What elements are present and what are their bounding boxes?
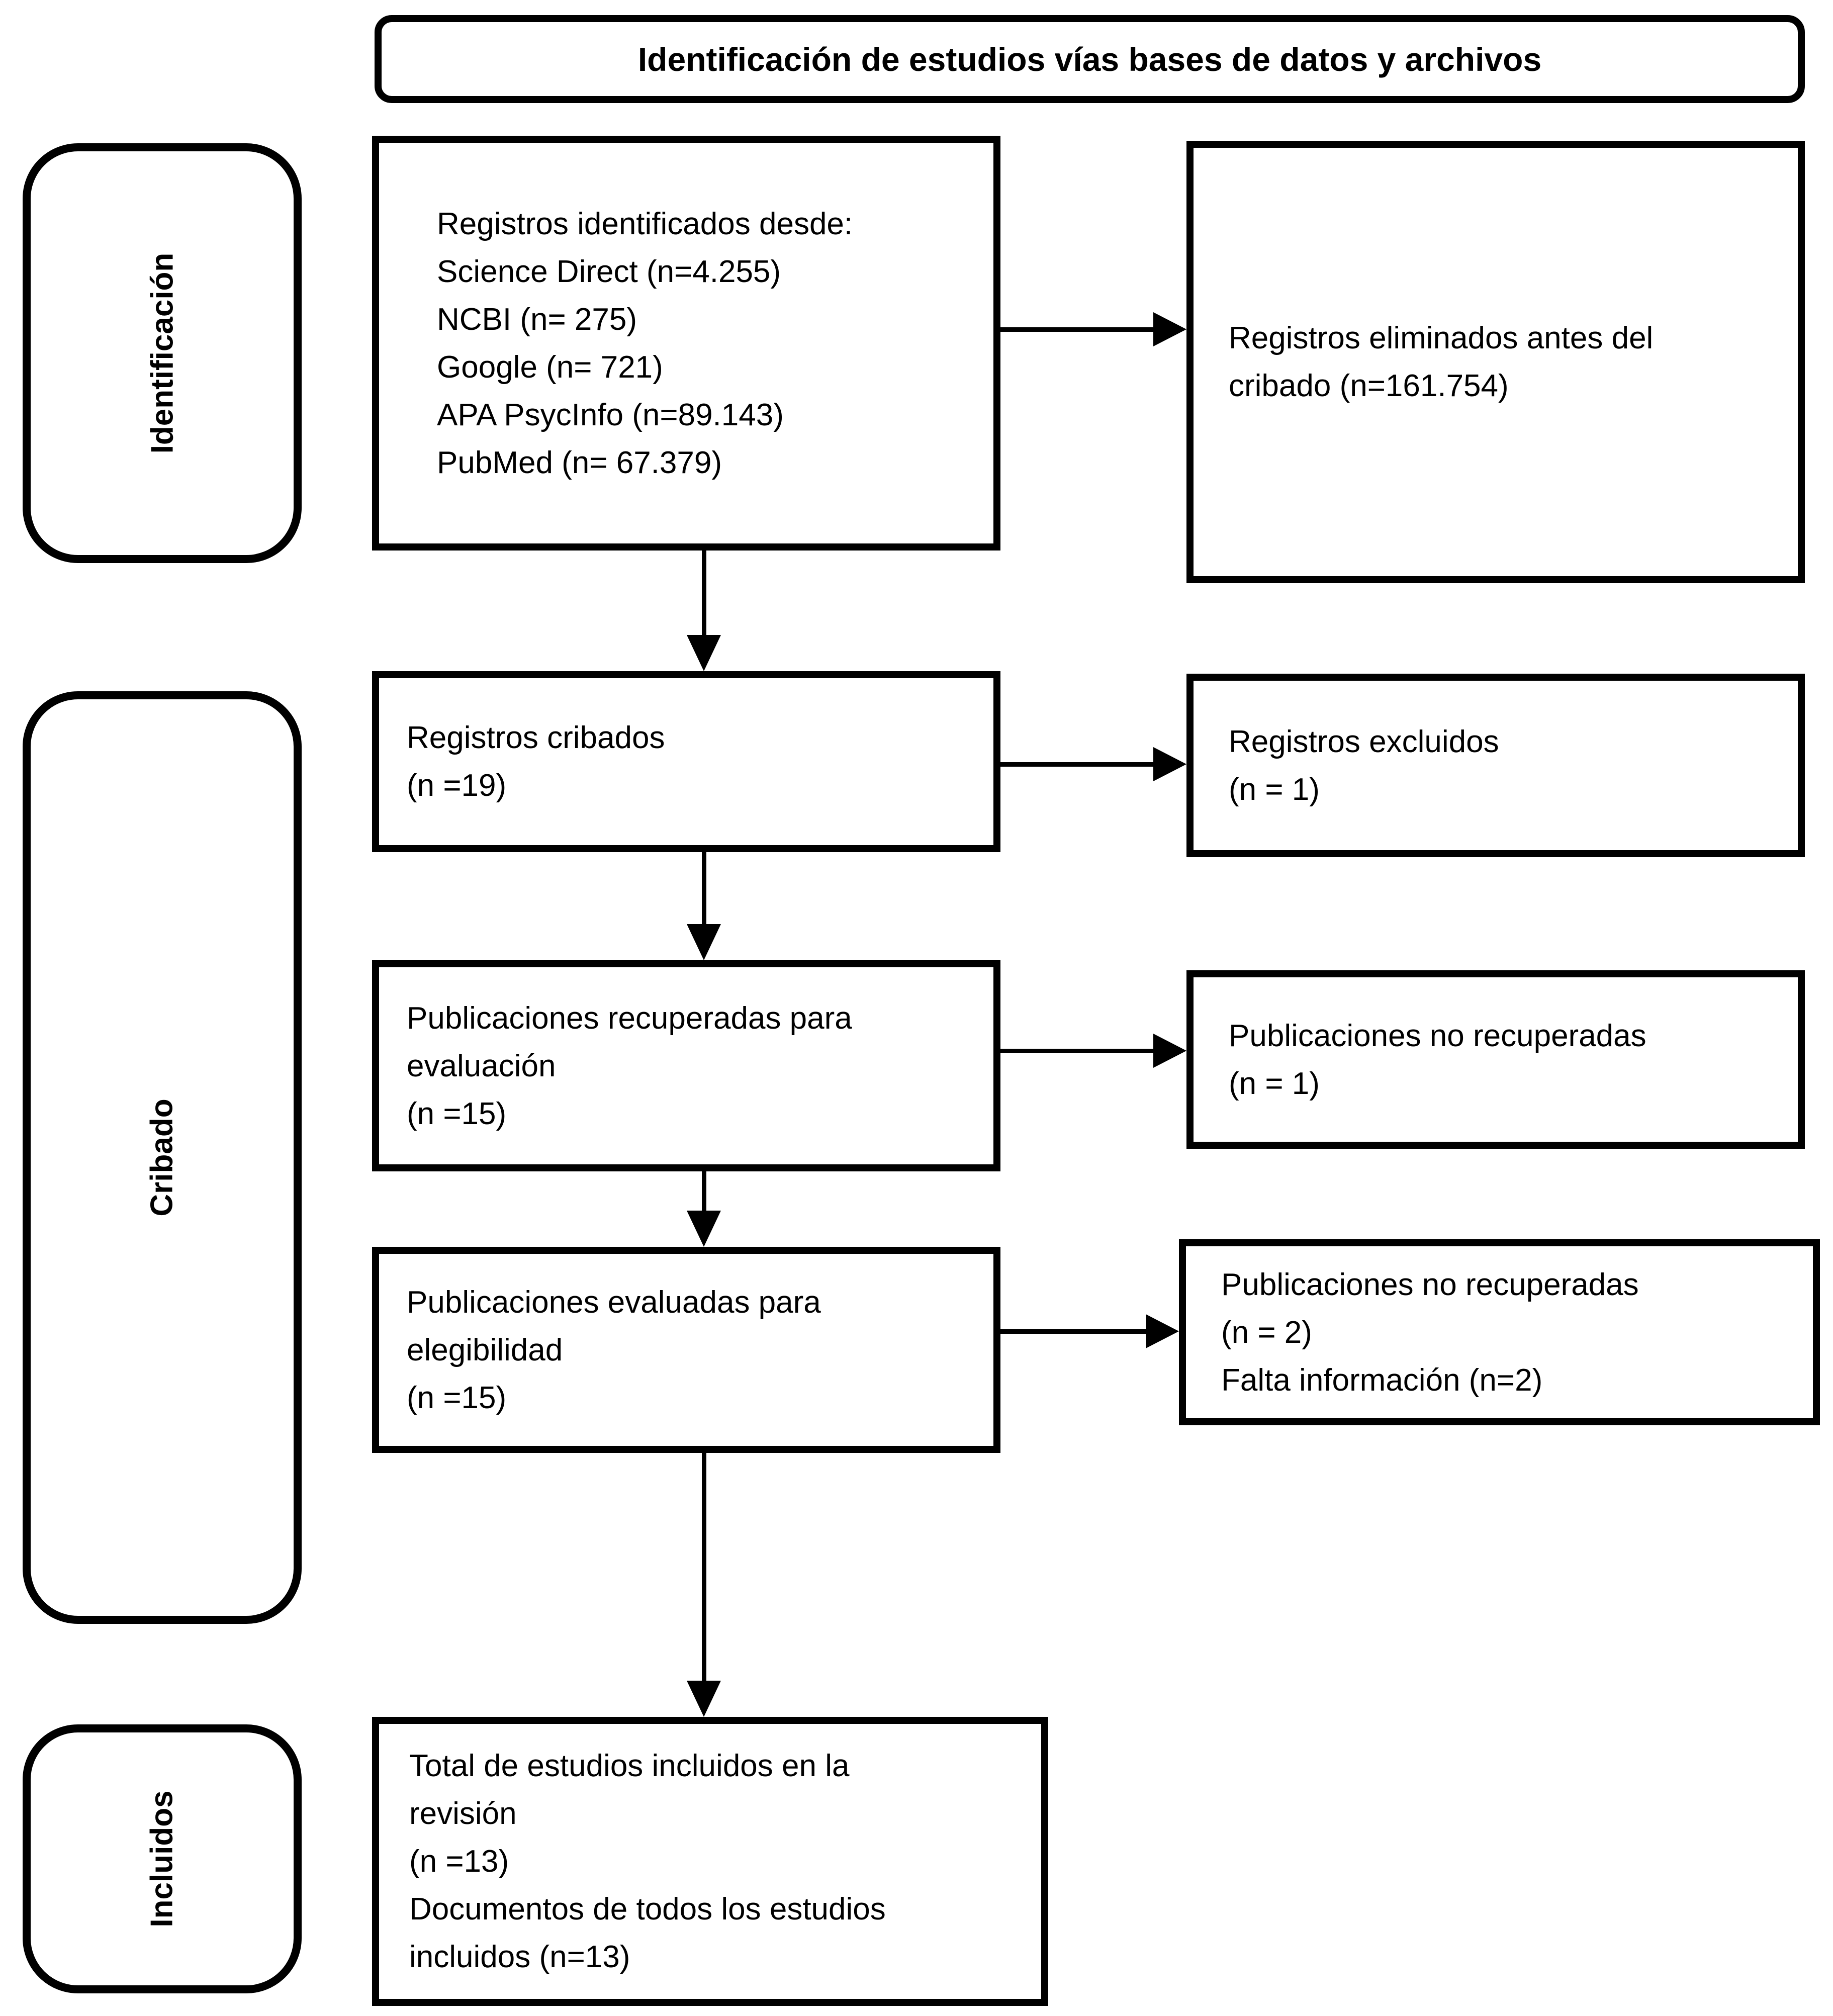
stage-label-cribado: Cribado [23, 691, 302, 1624]
text-line: Total de estudios incluidos en la [409, 1749, 850, 1783]
arrow-line [1000, 1329, 1146, 1334]
stage-label-incluidos: Incluidos [23, 1724, 302, 1993]
box-records-excluded: Registros excluidos (n = 1) [1186, 674, 1805, 857]
stage-label-incluidos-text: Incluidos [144, 1790, 179, 1928]
box-studies-included: Total de estudios incluidos en la revisi… [372, 1717, 1048, 2006]
stage-label-cribado-text: Cribado [144, 1098, 179, 1217]
arrowhead-down-icon [687, 1211, 721, 1247]
text-line: (n =15) [407, 1380, 507, 1415]
box-records-removed: Registros eliminados antes del cribado (… [1186, 141, 1805, 583]
arrow-line [702, 1453, 706, 1682]
text-line: Science Direct (n=4.255) [437, 254, 781, 289]
box-publications-assessed: Publicaciones evaluadas para elegibilida… [372, 1247, 1000, 1453]
text-line: cribado (n=161.754) [1229, 369, 1509, 403]
arrowhead-right-icon [1153, 312, 1186, 346]
text-line: Publicaciones no recuperadas [1221, 1267, 1639, 1302]
text-line: (n =15) [407, 1096, 507, 1131]
text-line: Google (n= 721) [437, 349, 663, 385]
text-line: revisión [409, 1796, 517, 1831]
text-line: Publicaciones evaluadas para [407, 1285, 821, 1320]
text-line: (n =13) [409, 1844, 509, 1879]
text-line: elegibilidad [407, 1332, 563, 1367]
arrowhead-down-icon [687, 635, 721, 671]
box-records-screened: Registros cribados (n =19) [372, 671, 1000, 852]
text-line: Registros eliminados antes del [1229, 321, 1654, 355]
box-publications-not-retrieved: Publicaciones no recuperadas (n = 1) [1186, 970, 1805, 1149]
arrowhead-right-icon [1153, 1034, 1186, 1068]
text-line: NCBI (n= 275) [437, 302, 637, 337]
text-line: Documentos de todos los estudios [409, 1892, 886, 1927]
arrow-line [702, 551, 706, 637]
text-line: Publicaciones no recuperadas [1229, 1018, 1646, 1053]
arrow-line [1000, 1049, 1154, 1053]
arrow-line [1000, 762, 1154, 767]
text-line: (n = 2) [1221, 1315, 1312, 1350]
text-line: Registros identificados desde: [437, 206, 853, 241]
box-publications-retrieved: Publicaciones recuperadas para evaluació… [372, 960, 1000, 1171]
arrow-line [1000, 327, 1154, 332]
text-line: Registros excluidos [1229, 724, 1499, 759]
arrowhead-right-icon [1146, 1314, 1179, 1348]
text-line: PubMed (n= 67.379) [437, 445, 722, 480]
stage-label-identificacion-text: Identificación [144, 252, 179, 454]
text-line: evaluación [407, 1048, 556, 1083]
arrow-line [702, 1171, 706, 1212]
diagram-title: Identificación de estudios vías bases de… [375, 15, 1805, 103]
text-line: APA PsycInfo (n=89.143) [437, 397, 784, 432]
text-line: Publicaciones recuperadas para [407, 1000, 852, 1036]
text-line: (n = 1) [1229, 772, 1320, 807]
text-line: incluidos (n=13) [409, 1940, 630, 1974]
text-line: (n = 1) [1229, 1066, 1320, 1101]
arrowhead-down-icon [687, 924, 721, 960]
text-line: Registros cribados [407, 720, 665, 755]
arrow-line [702, 852, 706, 925]
box-records-identified: Registros identificados desde: Science D… [372, 136, 1000, 551]
box-publications-not-retrieved-missing-info: Publicaciones no recuperadas (n = 2) Fal… [1179, 1239, 1820, 1425]
text-line: Falta información (n=2) [1221, 1362, 1543, 1398]
diagram-title-text: Identificación de estudios vías bases de… [637, 40, 1542, 78]
arrowhead-down-icon [687, 1681, 721, 1717]
arrowhead-right-icon [1153, 747, 1186, 781]
text-line: (n =19) [407, 768, 507, 803]
stage-label-identificacion: Identificación [23, 143, 302, 563]
